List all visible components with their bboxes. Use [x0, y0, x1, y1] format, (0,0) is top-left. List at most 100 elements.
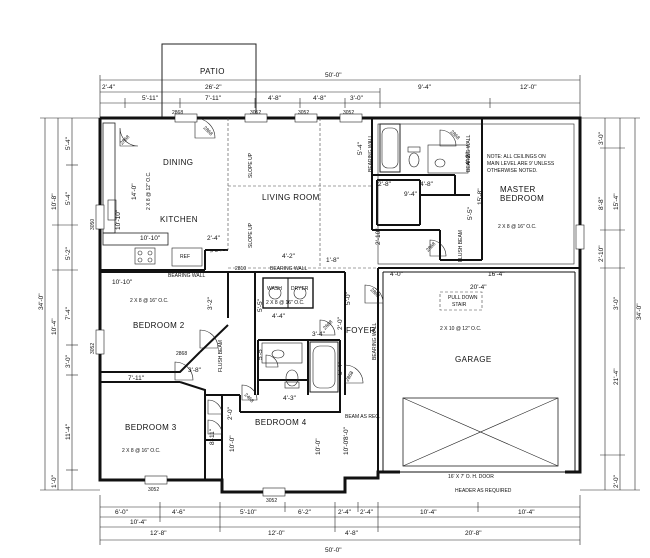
fixtures: [95, 113, 585, 497]
dim-left-b: 5'-4": [65, 191, 72, 205]
door-2868-french: 2868: [345, 370, 356, 383]
dim-top-h: 12'-0": [520, 84, 537, 91]
header-label: HEADER AS REQUIRED: [455, 488, 512, 494]
dim-bot-overall: 50'-0": [325, 547, 342, 554]
dim-right-f: 21'-4": [613, 368, 620, 385]
garage-label: GARAGE: [455, 355, 492, 364]
window-3052-d: 3052: [90, 343, 96, 354]
patio-label: PATIO: [200, 67, 225, 76]
slope-up-2: SLOPE UP: [248, 222, 254, 248]
window-3052-f: 3052: [266, 498, 277, 504]
dim-bot-f: 6'-2": [298, 509, 312, 516]
dim-right-c: 15'-4": [613, 193, 620, 210]
dim-int-master-h: 2'-10": [375, 228, 382, 245]
bearing-wall-2: BEARING WALL: [466, 134, 472, 172]
flush-beam-2: FLUSH BEAM: [218, 340, 224, 372]
dim-right-a: 3'-0": [598, 131, 605, 145]
dimension-text: 50'-0" 26'-2" 2'-4" 5'-11" 7'-11" 4'-8" …: [38, 72, 643, 554]
dim-top-b: 5'-11": [142, 95, 159, 102]
dim-int-kitchen-2: 2'-4": [207, 235, 221, 242]
dim-int-dining-h: 14'-0": [131, 183, 138, 200]
dim-left-e: 7'-4": [65, 306, 72, 320]
dashed-lines: [209, 118, 378, 269]
dim-bot-b: 4'-6": [172, 509, 186, 516]
pull-down-2: STAIR: [452, 302, 467, 308]
dimension-lines: [40, 75, 640, 545]
ceiling-note-2: MAIN LEVEL ARE 9' UNLESS: [487, 161, 555, 167]
ref-label: REF: [180, 254, 190, 260]
dim-bot-e: 5'-10": [240, 509, 257, 516]
exterior-walls: [98, 116, 582, 494]
dim-top-c: 7'-11": [205, 95, 222, 102]
dim-int-left-a: 10'-10": [112, 279, 133, 286]
slope-up-1: SLOPE UP: [248, 152, 254, 178]
door-2668: 2668: [322, 319, 334, 331]
dim-bot-g: 2'-4": [338, 509, 352, 516]
window-3052-b: 3052: [298, 110, 309, 116]
joist-master: 2 X 8 @ 16" O.C.: [498, 224, 537, 230]
joist-bed2: 2 X 8 @ 16" O.C.: [130, 298, 169, 304]
dim-bot-c: 10'-4": [130, 519, 147, 526]
dim-int-master-d: 15'-8": [477, 188, 484, 205]
dim-int-hall-d: 5'-5": [257, 346, 264, 360]
dim-top-e: 4'-8": [313, 95, 327, 102]
dim-int-living-2: 1'-8": [326, 257, 340, 264]
dim-bot-d: 12'-8": [150, 530, 167, 537]
dim-int-garage-b: 16'-4": [488, 271, 505, 278]
dim-left-overall: 34'-0": [38, 293, 45, 310]
door-2868-a: 2868: [172, 110, 183, 116]
dim-int-master-e: 5'-5": [467, 206, 474, 220]
dim-int-hall-f: 5'-4": [337, 361, 344, 375]
dim-int-bed3-a: 8'-11": [209, 428, 216, 445]
bedroom-4-label: BEDROOM 4: [255, 418, 307, 427]
pull-down-1: PULL DOWN: [448, 295, 478, 301]
interior-walls: [100, 118, 580, 492]
dim-int-hall-c: 3'-4": [312, 331, 326, 338]
bearing-wall-1: BEARING WALL: [368, 134, 374, 172]
dim-int-master-c: 9'-4": [404, 191, 418, 198]
dim-int-hall-e: 4'-3": [283, 395, 297, 402]
master-label-2: BEDROOM: [500, 194, 544, 203]
joist-dining: 2 X 8 @ 12" O.C.: [146, 171, 152, 210]
dim-left-i: 1'-0": [51, 474, 58, 488]
dim-bot-m: 20'-8": [465, 530, 482, 537]
dim-int-master-b: 4'-8": [420, 181, 434, 188]
dim-bot-i: 10'-4": [420, 509, 437, 516]
notes: SLOPE UP SLOPE UP BEARING WALL BEARING W…: [90, 110, 555, 504]
joist-bed3: 2 X 8 @ 16" O.C.: [122, 448, 161, 454]
door-2868-f: 2868: [425, 241, 437, 253]
dim-left-c: 10'-8": [51, 193, 58, 210]
dining-label: DINING: [163, 158, 193, 167]
dim-top-a: 2'-4": [102, 84, 116, 91]
window-3052-e: 3052: [148, 487, 159, 493]
joist-laundry: 2 X 8 @ 16" O.C.: [266, 300, 305, 306]
master-label-1: MASTER: [500, 185, 536, 194]
dim-int-hall-g: 2'-0": [337, 316, 344, 330]
dim-int-bed4-b: 10'-0": [315, 438, 322, 455]
dim-int-hall-b: 4'-4": [272, 313, 286, 320]
wash-label: WASH: [267, 286, 282, 292]
dim-top-g: 9'-4": [418, 84, 432, 91]
dim-top-d: 4'-8": [268, 95, 282, 102]
dim-bot-a: 6'-0": [115, 509, 129, 516]
dim-left-g: 3'-0": [65, 354, 72, 368]
door-2868-c: 2868: [119, 134, 131, 146]
dim-int-garage-a: 4'-0": [390, 271, 404, 278]
dim-int-bed4-d: 8'-0": [343, 426, 350, 440]
joist-garage: 2 X 10 @ 12" O.C.: [440, 326, 481, 332]
dim-bot-l: 4'-8": [345, 530, 359, 537]
dim-int-master-g: 5'-4": [357, 141, 364, 155]
door-2868-d: 2868: [176, 351, 187, 357]
dim-left-d: 5'-2": [65, 246, 72, 260]
dim-top-overall: 50'-0": [325, 72, 342, 79]
dim-bot-k: 12'-0": [268, 530, 285, 537]
dryer-label: DRYER: [291, 286, 309, 292]
dim-int-bed4-a: 10'-0": [229, 435, 236, 452]
garage-door-label: 16' X 7' O. H. DOOR: [448, 474, 494, 480]
dim-int-bed2-c: 3'-2": [207, 296, 214, 310]
foyer-label: FOYER: [346, 326, 376, 335]
dim-left-f: 10'-4": [51, 318, 58, 335]
bearing-wall-3: BEARING WALL: [168, 273, 206, 279]
door-2868-g: 2868: [369, 287, 381, 299]
